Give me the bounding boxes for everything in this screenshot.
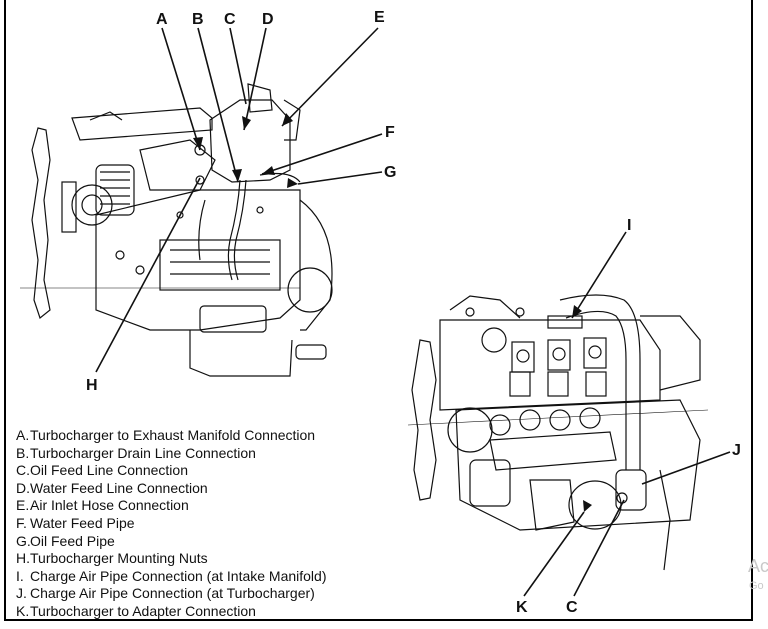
- legend-text: Oil Feed Pipe: [30, 532, 115, 549]
- legend-text: Turbocharger to Exhaust Manifold Connect…: [30, 427, 316, 443]
- legend-key: A.: [16, 427, 30, 443]
- callout-h: H: [86, 377, 98, 394]
- leader-arrowheads: [193, 113, 592, 512]
- legend-key: I.: [16, 567, 24, 584]
- watermark-text: Ac: [748, 556, 768, 576]
- legend-item: F.Water Feed Pipe: [16, 515, 327, 533]
- callout-c-top: C: [224, 11, 236, 28]
- legend-text: Oil Feed Line Connection: [30, 462, 188, 479]
- legend-text: Charge Air Pipe Connection (at Turbochar…: [30, 585, 315, 602]
- legend-key: G.: [16, 532, 31, 549]
- callout-c-bottom: C: [566, 599, 578, 616]
- right-engine-drawing: [407, 294, 709, 571]
- callout-k: K: [516, 599, 528, 616]
- legend-key: J.: [16, 585, 27, 602]
- legend-item: J.Charge Air Pipe Connection (at Turboch…: [16, 585, 327, 603]
- legend: A.Turbocharger to Exhaust Manifold Conne…: [16, 427, 327, 621]
- legend-key: C.: [16, 462, 30, 479]
- legend-text: Water Feed Pipe: [30, 514, 135, 531]
- legend-text: Turbocharger Drain Line Connection: [30, 444, 256, 461]
- legend-key: F.: [16, 514, 27, 531]
- legend-key: K.: [16, 602, 30, 619]
- legend-item: I. Charge Air Pipe Connection (at Intake …: [16, 568, 327, 586]
- legend-text: Water Feed Line Connection: [30, 479, 208, 496]
- legend-text: Turbocharger to Adapter Connection: [30, 602, 256, 619]
- callout-f: F: [385, 124, 395, 141]
- callout-e: E: [374, 9, 385, 26]
- callout-b: B: [192, 11, 204, 28]
- legend-item: H.Turbocharger Mounting Nuts: [16, 550, 327, 568]
- legend-item: C.Oil Feed Line Connection: [16, 462, 327, 480]
- callout-i: I: [627, 217, 631, 234]
- legend-key: E.: [16, 497, 30, 514]
- legend-key: B.: [16, 444, 30, 461]
- callout-d: D: [262, 11, 274, 28]
- callout-j: J: [732, 442, 741, 459]
- legend-text: Air Inlet Hose Connection: [30, 497, 189, 514]
- legend-item: D.Water Feed Line Connection: [16, 480, 327, 498]
- legend-text: Turbocharger Mounting Nuts: [30, 550, 208, 567]
- legend-item: B.Turbocharger Drain Line Connection: [16, 445, 327, 463]
- legend-item: K.Turbocharger to Adapter Connection: [16, 603, 327, 621]
- legend-text: Charge Air Pipe Connection (at Intake Ma…: [30, 567, 327, 584]
- legend-key: D.: [16, 479, 30, 496]
- legend-key: H.: [16, 550, 30, 567]
- left-engine-drawing: [20, 83, 333, 377]
- legend-item: E.Air Inlet Hose Connection: [16, 497, 327, 515]
- leader-lines: [95, 27, 731, 597]
- figure-frame: [4, 0, 753, 621]
- callout-a: A: [156, 11, 168, 28]
- callout-g: G: [384, 164, 396, 181]
- watermark-subtext: Go: [749, 580, 764, 592]
- legend-item: G.Oil Feed Pipe: [16, 533, 327, 551]
- legend-item: A.Turbocharger to Exhaust Manifold Conne…: [16, 427, 327, 445]
